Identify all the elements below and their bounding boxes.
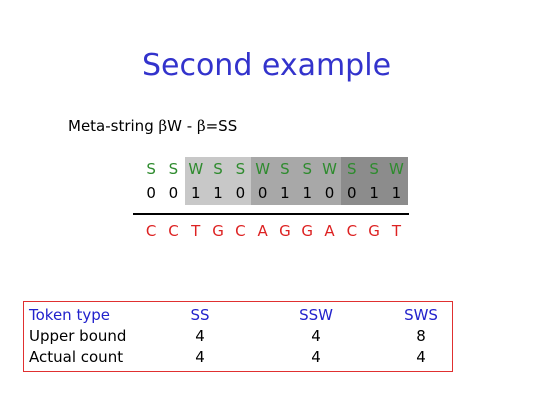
sw-cell: W: [251, 157, 274, 181]
bit-cell: 0: [140, 181, 163, 205]
bit-cell: 0: [318, 181, 341, 205]
token-table-header: Token type SS SSW SWS: [24, 305, 452, 325]
sw-cell: S: [140, 157, 163, 181]
beta-symbol: β: [196, 117, 206, 135]
row-value: 4: [311, 348, 321, 366]
row-label: Actual count: [29, 348, 124, 366]
bit-cell: 0: [251, 181, 274, 205]
header-token-type: Token type: [29, 306, 110, 324]
dna-letter: T: [391, 222, 401, 240]
row-label: Upper bound: [29, 327, 127, 345]
sw-cell: S: [362, 157, 386, 181]
sw-cell: W: [318, 157, 341, 181]
bit-cell: 0: [229, 181, 252, 205]
bit-cell: 1: [273, 181, 297, 205]
bit-cell: 1: [362, 181, 386, 205]
sw-cell: W: [184, 157, 207, 181]
bit-cell: 1: [184, 181, 207, 205]
meta-mid: W -: [167, 117, 197, 135]
header-sws: SWS: [404, 306, 438, 324]
header-ss: SS: [190, 306, 210, 324]
meta-string-line: Meta-string βW - β=SS: [68, 117, 237, 135]
bit-cell: 0: [340, 181, 363, 205]
table-row-actual-count: Actual count 4 4 4: [24, 347, 452, 367]
dna-letter: A: [257, 222, 268, 240]
divider-line: [133, 213, 409, 215]
bit-cell: 1: [385, 181, 408, 205]
bit-cell: 1: [296, 181, 319, 205]
sw-cell: S: [273, 157, 297, 181]
meta-prefix: Meta-string: [68, 117, 159, 135]
header-ssw: SSW: [299, 306, 333, 324]
bit-cell: 1: [206, 181, 230, 205]
bit-cell: 0: [162, 181, 185, 205]
slide-title: Second example: [141, 48, 392, 83]
sw-cell: S: [296, 157, 319, 181]
sw-cell: S: [162, 157, 185, 181]
sw-cell: S: [206, 157, 230, 181]
dna-letter: T: [191, 222, 201, 240]
dna-letter: C: [168, 222, 179, 240]
meta-suffix: =SS: [205, 117, 238, 135]
dna-letter: G: [212, 222, 224, 240]
row-value: 4: [195, 327, 205, 345]
row-value: 4: [416, 348, 426, 366]
row-value: 4: [311, 327, 321, 345]
dna-letter: C: [235, 222, 246, 240]
sw-cell: S: [229, 157, 252, 181]
dna-letter: C: [145, 222, 157, 240]
sw-cell: W: [385, 157, 408, 181]
token-table: Token type SS SSW SWS Upper bound 4 4 8 …: [23, 301, 453, 372]
dna-letter: A: [324, 222, 335, 240]
table-row-upper-bound: Upper bound 4 4 8: [24, 326, 452, 346]
dna-letter: G: [279, 222, 291, 240]
dna-letter: C: [346, 222, 358, 240]
sw-cell: S: [340, 157, 363, 181]
dna-letter: G: [301, 222, 314, 240]
beta-symbol: β: [158, 117, 168, 135]
row-value: 4: [195, 348, 205, 366]
dna-letter: G: [368, 222, 380, 240]
row-value: 8: [416, 327, 426, 345]
